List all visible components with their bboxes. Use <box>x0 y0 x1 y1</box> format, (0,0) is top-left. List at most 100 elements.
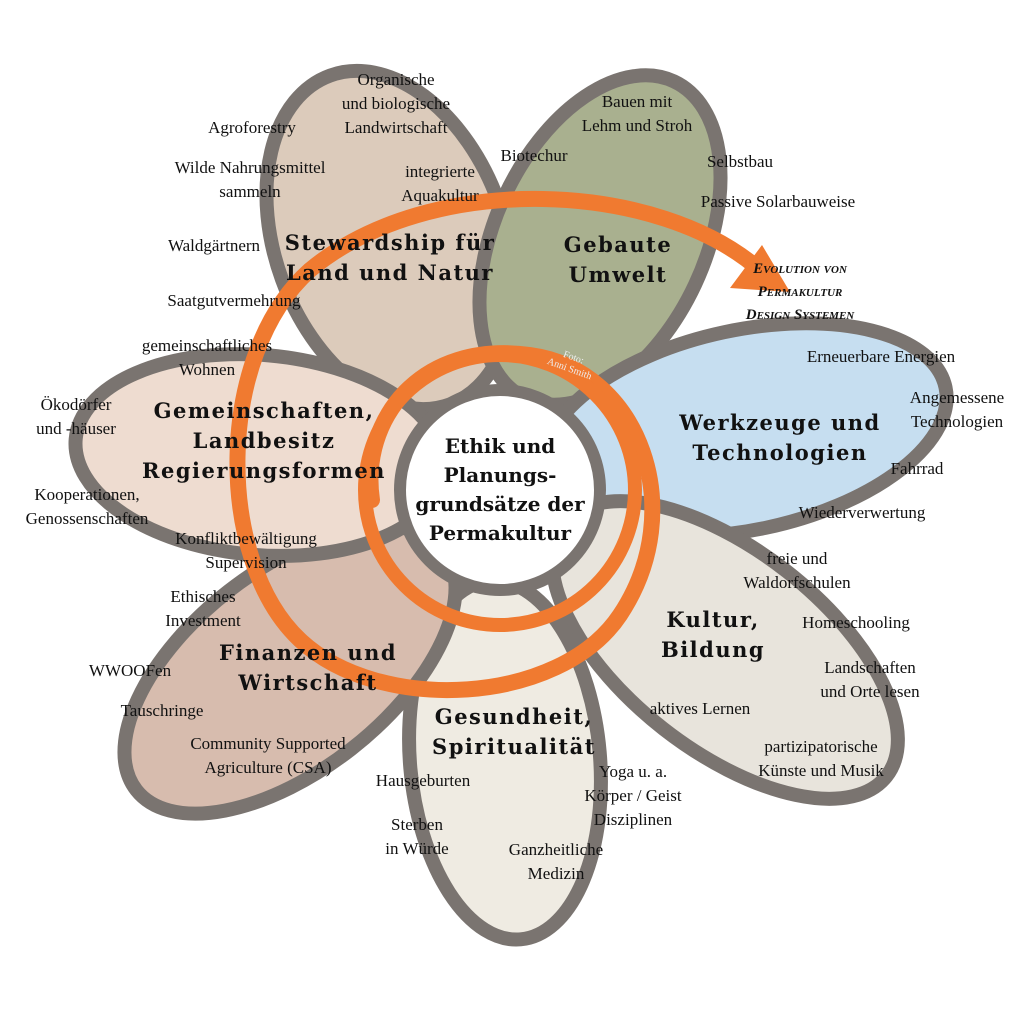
heading-line: Regierungsformen <box>142 458 386 483</box>
item-line: Biotechur <box>500 146 568 165</box>
item-line: Wohnen <box>178 360 236 379</box>
heading-line: Stewardship für <box>284 230 496 255</box>
item-saatgutvermehrung: Saatgutvermehrung <box>167 289 300 313</box>
evolution-label: Evolution von Permakultur Design Systeme… <box>746 258 855 327</box>
item-line: Fahrrad <box>890 459 944 478</box>
item-line: sammeln <box>219 182 281 201</box>
item-line: partizipatorische <box>764 737 878 756</box>
item-wiederverwertung: Wiederverwertung <box>799 501 926 525</box>
item-line: freie und <box>766 549 828 568</box>
item-wwoofen: WWOOFen <box>89 659 171 683</box>
item-line: Ökodörfer <box>40 395 112 414</box>
item-gemeinschaftliches-wohnen: gemeinschaftliches Wohnen <box>142 334 272 382</box>
heading-line: Gebaute <box>563 232 673 257</box>
item-fahrrad: Fahrrad <box>891 457 944 481</box>
item-line: Wiederverwertung <box>798 503 926 522</box>
evolution-line: Permakultur <box>757 284 843 300</box>
item-line: Passive Solarbauweise <box>700 192 856 211</box>
item-line: Medizin <box>527 864 585 883</box>
item-wilde-nahrungsmittel: Wilde Nahrungsmittel sammeln <box>175 156 326 204</box>
center-line: Planungs- <box>443 463 557 487</box>
heading-werkzeuge: Werkzeuge und Technologien <box>679 408 880 468</box>
heading-line: Technologien <box>692 440 868 465</box>
center-line: grundsätze der <box>415 492 585 516</box>
item-line: Künste und Musik <box>758 761 884 780</box>
heading-line: Landbesitz <box>192 428 336 453</box>
item-konfliktbewaeltigung: Konfliktbewältigung Supervision <box>175 527 317 575</box>
center-line: Ethik und <box>444 434 556 458</box>
heading-finanzen: Finanzen und Wirtschaft <box>219 638 397 698</box>
item-line: Körper / Geist <box>584 786 682 805</box>
item-line: aktives Lernen <box>649 699 751 718</box>
heading-line: Kultur, <box>666 607 760 632</box>
item-aktives-lernen: aktives Lernen <box>650 697 751 721</box>
item-biotechur: Biotechur <box>500 144 567 168</box>
item-line: Hausgeburten <box>375 771 471 790</box>
item-line: Sterben <box>391 815 443 834</box>
item-line: Agroforestry <box>208 118 296 137</box>
item-yoga: Yoga u. a. Körper / Geist Disziplinen <box>584 760 681 832</box>
item-hausgeburten: Hausgeburten <box>376 769 470 793</box>
item-line: Landwirtschaft <box>344 118 448 137</box>
item-line: und biologische <box>341 94 451 113</box>
heading-line: Werkzeuge und <box>679 410 881 435</box>
item-line: Waldgärtnern <box>167 236 261 255</box>
item-line: Homeschooling <box>802 613 910 632</box>
item-line: Angemessene <box>909 388 1005 407</box>
item-line: Erneuerbare Energien <box>806 347 956 366</box>
item-line: Landschaften <box>824 658 916 677</box>
item-agroforestry: Agroforestry <box>208 116 296 140</box>
item-line: Bauen mit <box>601 92 673 111</box>
item-waldgaertnern: Waldgärtnern <box>168 234 260 258</box>
heading-kultur: Kultur, Bildung <box>661 605 765 665</box>
item-line: Konfliktbewältigung <box>175 529 317 548</box>
item-line: Disziplinen <box>593 810 673 829</box>
item-line: in Würde <box>385 839 449 858</box>
item-homeschooling: Homeschooling <box>802 611 910 635</box>
item-line: integrierte <box>405 162 475 181</box>
heading-gesundheit: Gesundheit, Spiritualität <box>432 702 596 762</box>
heading-gebaute-umwelt: Gebaute Umwelt <box>564 230 672 290</box>
item-erneuerbare-energien: Erneuerbare Energien <box>807 345 955 369</box>
item-ethisches-investment: Ethisches Investment <box>165 585 241 633</box>
item-line: Wilde Nahrungsmittel <box>174 158 326 177</box>
item-line: und -häuser <box>36 419 116 438</box>
item-line: Ethisches <box>170 587 236 606</box>
item-line: gemeinschaftliches <box>141 336 273 355</box>
heading-line: Spiritualität <box>432 734 596 759</box>
item-line: und Orte lesen <box>820 682 920 701</box>
item-line: Genossenschaften <box>25 509 149 528</box>
item-ganzheitliche-medizin: Ganzheitliche Medizin <box>509 838 603 886</box>
spiral-arrowhead <box>730 245 790 292</box>
item-oekodoerfer: Ökodörfer und -häuser <box>36 393 116 441</box>
heading-line: Umwelt <box>568 262 668 287</box>
item-line: Saatgutvermehrung <box>167 291 301 310</box>
item-line: Community Supported <box>190 734 346 753</box>
evolution-line: Evolution von <box>753 261 847 277</box>
item-line: Ganzheitliche <box>508 840 604 859</box>
item-landschaften-lesen: Landschaften und Orte lesen <box>820 656 919 704</box>
item-angemessene-technologien: Angemessene Technologien <box>910 386 1004 434</box>
item-tauschringe: Tauschringe <box>121 699 204 723</box>
item-selbstbau: Selbstbau <box>707 150 773 174</box>
item-csa: Community Supported Agriculture (CSA) <box>190 732 345 780</box>
item-aquakultur: integrierte Aquakultur <box>401 160 478 208</box>
item-line: Investment <box>165 611 241 630</box>
item-sterben-in-wuerde: Sterben in Würde <box>385 813 448 861</box>
item-line: Supervision <box>205 553 287 572</box>
item-line: Kooperationen, <box>34 485 140 504</box>
heading-stewardship: Stewardship für Land und Natur <box>285 228 496 288</box>
item-line: Selbstbau <box>706 152 774 171</box>
item-line: Aquakultur <box>401 186 479 205</box>
heading-line: Wirtschaft <box>238 670 378 695</box>
item-line: Tauschringe <box>120 701 204 720</box>
evolution-line: Design Systemen <box>745 307 855 323</box>
center-title: Ethik und Planungs- grundsätze der Perma… <box>415 432 584 548</box>
item-line: WWOOFen <box>88 661 172 680</box>
item-line: Agriculture (CSA) <box>204 758 332 777</box>
item-line: Waldorfschulen <box>743 573 851 592</box>
item-passive-solar: Passive Solarbauweise <box>701 190 855 214</box>
item-lehm-stroh: Bauen mit Lehm und Stroh <box>582 90 693 138</box>
